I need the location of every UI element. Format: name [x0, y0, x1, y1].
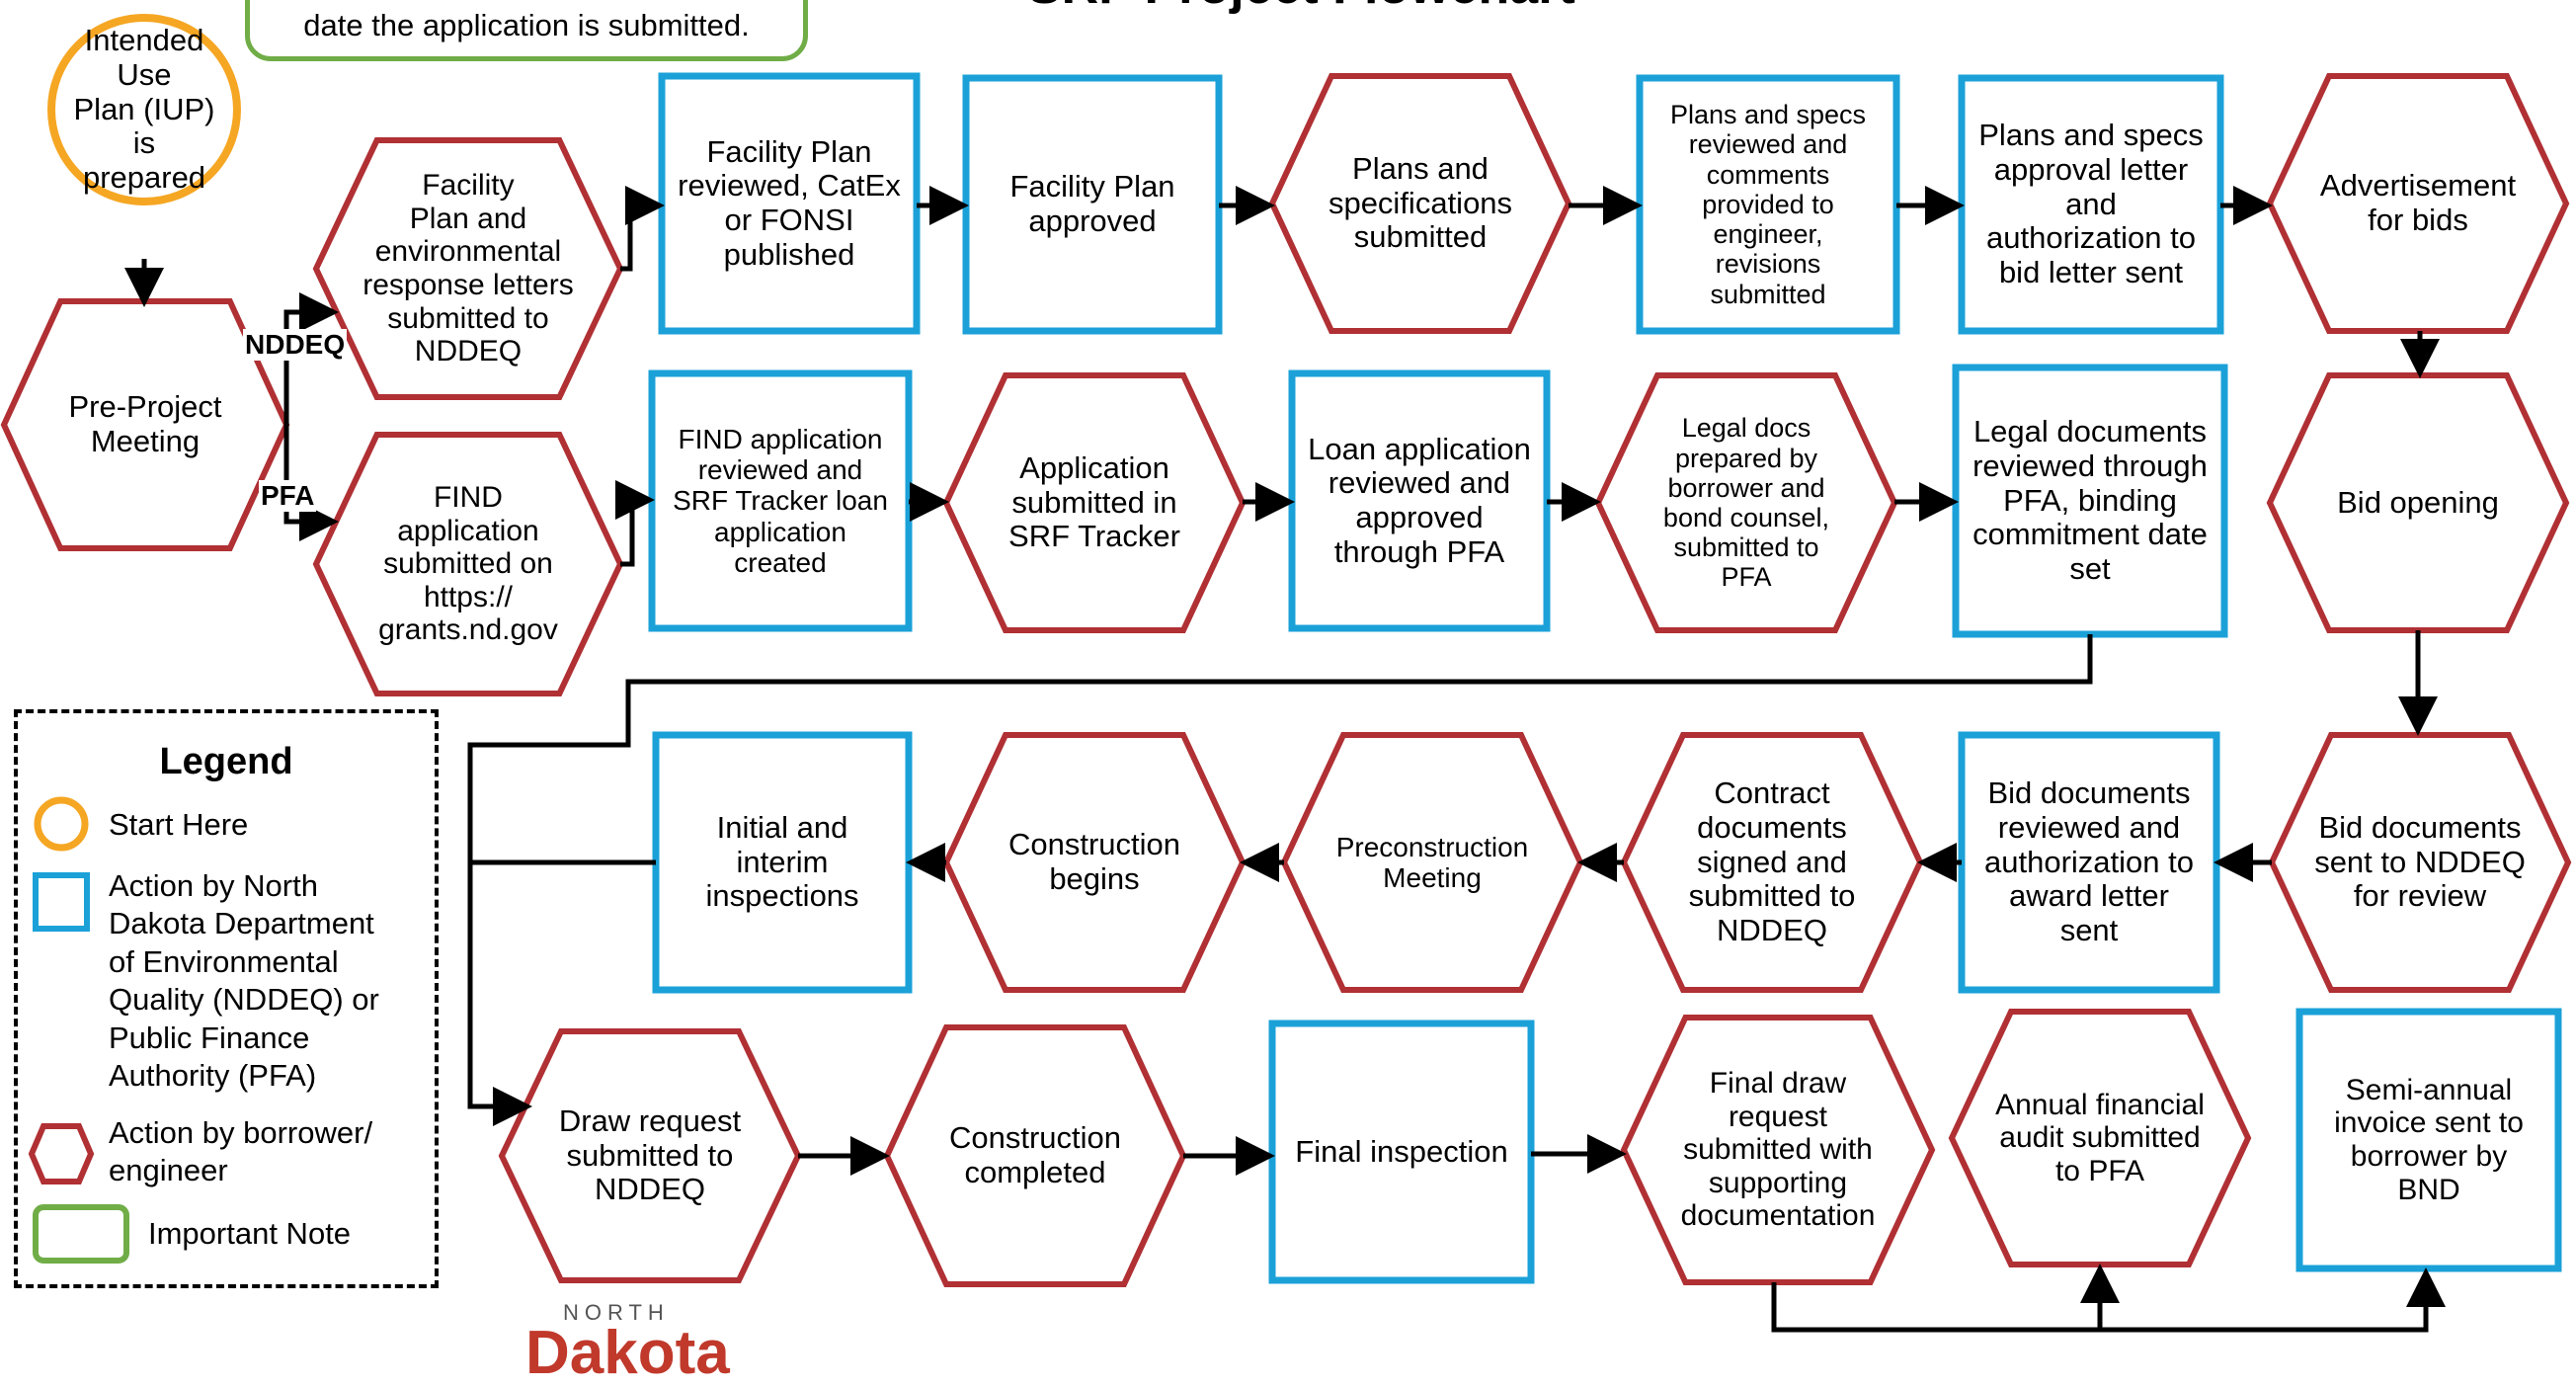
step-loan-reviewed: Loan application reviewed and approved t…: [1308, 431, 1531, 569]
step-fp-approved: Facility Plan approved: [1009, 169, 1175, 238]
step-construction-completed: Construction completed: [948, 1120, 1122, 1189]
legend-item-label: Action by borrower/ engineer: [109, 1115, 373, 1188]
diagram-canvas: [0, 14, 2572, 1333]
node-find_submitted-hexagon: [312, 432, 624, 696]
step-app-tracker: Application submitted in SRF Tracker: [1008, 449, 1180, 554]
node-draw_request-hexagon: [498, 1028, 802, 1283]
note-box: [245, 0, 808, 61]
node-initial_inspections-box: [652, 731, 913, 994]
step-legal-prepared: Legal docs prepared by borrower and bond…: [1662, 413, 1830, 593]
node-iup-circle: [47, 14, 241, 205]
step-precon: Preconstruction Meeting: [1335, 831, 1529, 893]
node-fp_submitted-hexagon: [312, 137, 624, 400]
step-final-draw: Final draw request submitted with suppor…: [1680, 1067, 1876, 1233]
legend-circle-icon: [34, 796, 89, 852]
connector-fp-submitted-to-fp-reviewed: [620, 186, 665, 272]
step-preproject: Pre-Project Meeting: [68, 389, 222, 458]
node-bid_opening-hexagon: [2266, 372, 2570, 633]
step-invoice: Semi-annual invoice sent to borrower by …: [2334, 1073, 2524, 1206]
nddeq-branch-label: NDDEQ: [243, 329, 348, 361]
connector-find-submitted-to-find-reviewed: [615, 480, 655, 567]
step-fp-reviewed: Facility Plan reviewed, CatEx or FONSI p…: [678, 133, 901, 272]
legend: [14, 709, 439, 1288]
step-plans-approval: Plans and specs approval letter and auth…: [1978, 118, 2204, 290]
connector-legal-reviewed-to-spine: [467, 634, 2093, 1126]
step-final-inspection: Final inspection: [1295, 1133, 1508, 1169]
node-final_inspection-box: [1268, 1020, 1535, 1284]
step-initial-inspections: Initial and interim inspections: [705, 809, 859, 914]
step-fp-submitted: Facility Plan and environmental response…: [362, 169, 574, 368]
node-plans_approval-box: [1958, 74, 2224, 335]
legend-item-label: Start Here: [109, 807, 249, 842]
logo-north: NORTH: [563, 1300, 670, 1325]
flowchart-title: SRF Project Flowchart: [1027, 0, 1575, 16]
step-bid-docs-reviewed: Bid documents reviewed and authorization…: [1984, 776, 2194, 948]
step-legal-reviewed: Legal documents reviewed through PFA, bi…: [1972, 414, 2208, 587]
step-plans-reviewed: Plans and specs reviewed and comments pr…: [1669, 100, 1867, 309]
step-contract-docs: Contract documents signed and submitted …: [1688, 776, 1856, 948]
legend-item-label: Action by North Dakota Department of Env…: [109, 868, 379, 1094]
step-find-submitted: FIND application submitted on https:// g…: [378, 481, 558, 647]
legend-item-label: Important Note: [148, 1216, 352, 1251]
step-plans-submitted: Plans and specifications submitted: [1328, 150, 1513, 255]
connector-preproject-to-pfa-branch: [283, 425, 339, 541]
legend-hexagon-icon: [28, 1123, 95, 1184]
step-iup: Intended Use Plan (IUP) is prepared: [73, 23, 215, 196]
logo-dakota: Dakota: [525, 1319, 730, 1387]
node-preproject-hexagon: [0, 298, 290, 551]
step-construction-begins: Construction begins: [1007, 827, 1181, 896]
step-find-reviewed: FIND application reviewed and SRF Tracke…: [673, 423, 888, 579]
legend-title: Legend: [159, 741, 293, 782]
step-bid-docs-sent: Bid documents sent to NDDEQ for review: [2314, 809, 2526, 914]
connector-preproject-to-nddeq-branch: [283, 292, 339, 425]
step-advertisement: Advertisement for bids: [2319, 168, 2517, 237]
step-annual-audit: Annual financial audit submitted to PFA: [1995, 1088, 2205, 1187]
node-annual_audit-hexagon: [1948, 1009, 2252, 1267]
step-bid-opening: Bid opening: [2337, 484, 2499, 520]
legend-square-icon: [33, 872, 90, 932]
step-draw-request: Draw request submitted to NDDEQ: [558, 1102, 742, 1207]
note-text: date the application is submitted.: [303, 7, 750, 42]
pfa-branch-label: PFA: [259, 480, 317, 512]
legend-note-icon: [33, 1204, 129, 1264]
